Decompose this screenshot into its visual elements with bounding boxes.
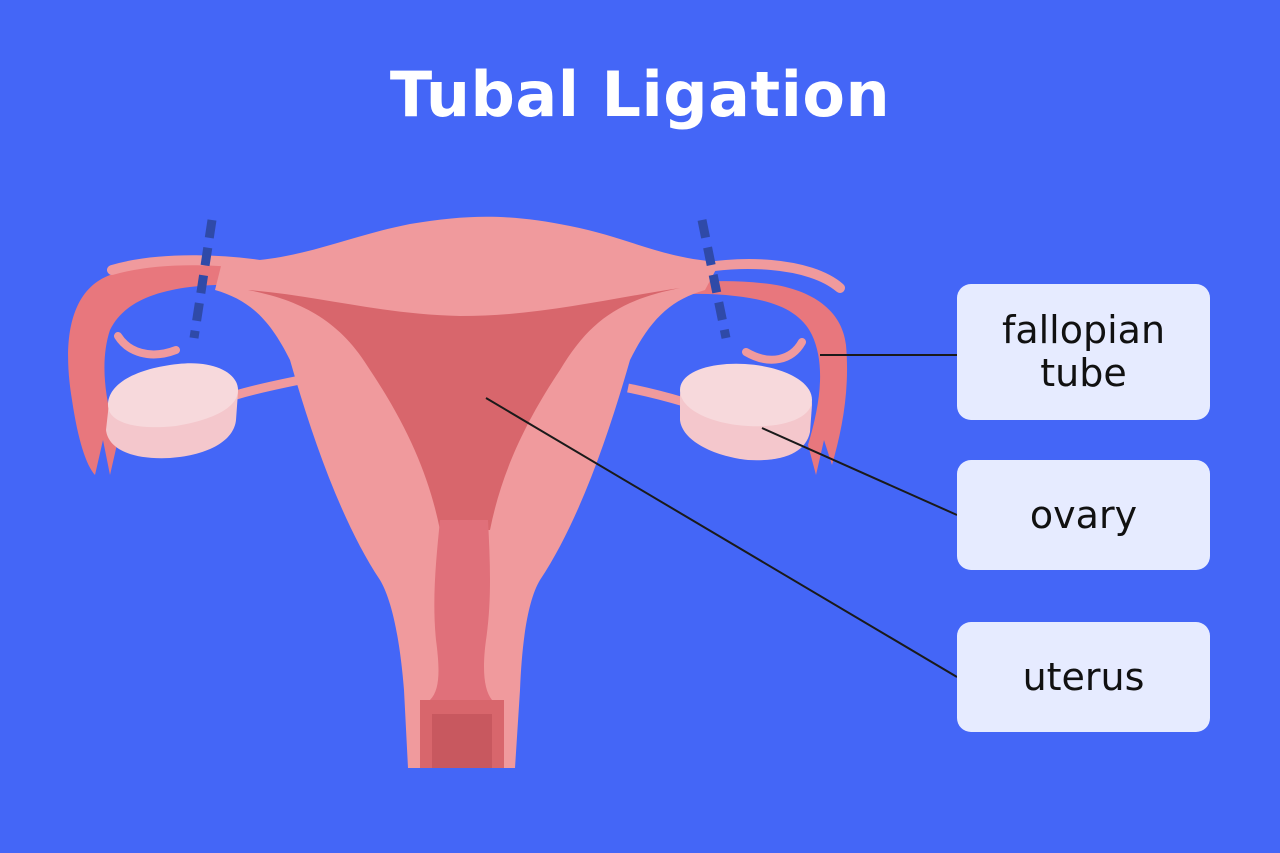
label-ovary-text: ovary	[1029, 492, 1138, 537]
ovary-leader	[761, 427, 958, 516]
diagram-title: Tubal Ligation	[389, 58, 891, 131]
left-ligation-mark	[189, 219, 217, 339]
right-ligation-mark	[697, 219, 731, 339]
uterus-leader	[485, 397, 958, 678]
label-fallopian-line1: fallopian	[1001, 308, 1166, 353]
label-fallopian-tube: fallopian tube	[957, 284, 1210, 420]
right-ovary	[680, 363, 812, 461]
label-fallopian-line2: tube	[1040, 351, 1127, 395]
cervical-canal	[430, 520, 492, 700]
uterine-cavity	[248, 288, 680, 530]
label-uterus: uterus	[957, 622, 1210, 732]
left-ovary	[106, 363, 238, 459]
label-ovary: ovary	[957, 460, 1210, 570]
label-uterus-text: uterus	[1022, 654, 1145, 699]
